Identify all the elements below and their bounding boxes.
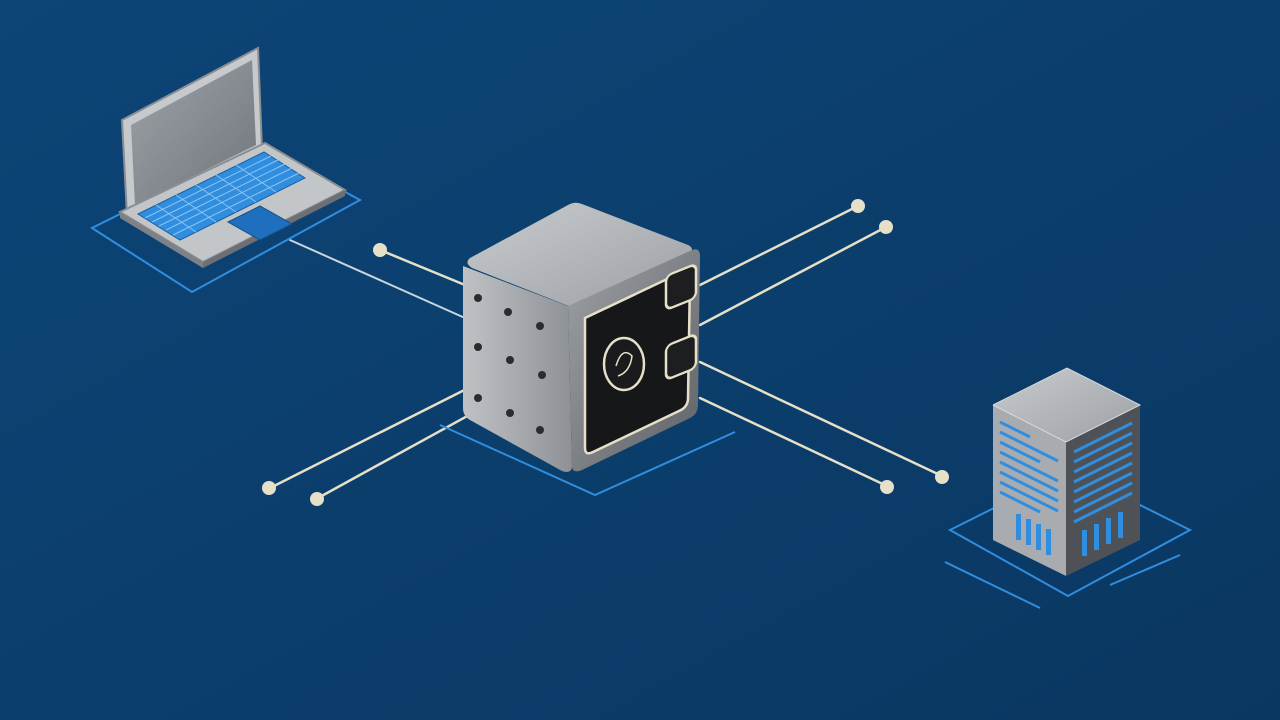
server-right-bars <box>1082 512 1123 556</box>
line-laptop-to-safe <box>289 239 466 319</box>
line-right-2 <box>698 396 889 488</box>
server-left-stripes <box>999 420 1059 514</box>
node-right-1 <box>935 470 949 484</box>
laptop-icon <box>89 46 363 294</box>
server-right-stripes <box>1073 421 1133 524</box>
safe-hinge-bottom <box>664 334 698 380</box>
server-floor-outline-outer-2 <box>1109 554 1181 586</box>
safe-bolt-holes <box>474 294 546 434</box>
safe-floor-outline <box>439 424 736 497</box>
laptop-base-edge <box>120 212 203 268</box>
connection-nodes <box>262 199 949 506</box>
line-topleft-to-safe <box>378 248 467 287</box>
line-topright-2 <box>698 225 888 327</box>
server-edges <box>992 367 1142 443</box>
laptop-keyboard <box>136 151 307 241</box>
node-bottomleft-2 <box>310 492 324 506</box>
node-right-2 <box>880 480 894 494</box>
safe-hinge-top <box>664 264 698 310</box>
node-topleft <box>373 243 387 257</box>
connection-lines <box>268 204 944 500</box>
line-right-1 <box>698 360 944 478</box>
server-left-bars <box>1016 514 1051 555</box>
vault-safe-icon <box>439 202 736 497</box>
keyboard-grid <box>144 155 300 236</box>
safe-top <box>467 202 692 307</box>
server-floor-outline-outer <box>944 561 1041 609</box>
line-topright-1 <box>698 204 860 287</box>
node-topright-1 <box>851 199 865 213</box>
safe-dial <box>602 336 646 392</box>
server-building-icon <box>944 367 1193 609</box>
safe-left-face <box>463 266 572 472</box>
laptop-trackpad <box>226 205 294 241</box>
node-topright-2 <box>879 220 893 234</box>
laptop-screen <box>131 60 256 205</box>
safe-dial-mark <box>615 351 633 377</box>
node-bottomleft-1 <box>262 481 276 495</box>
